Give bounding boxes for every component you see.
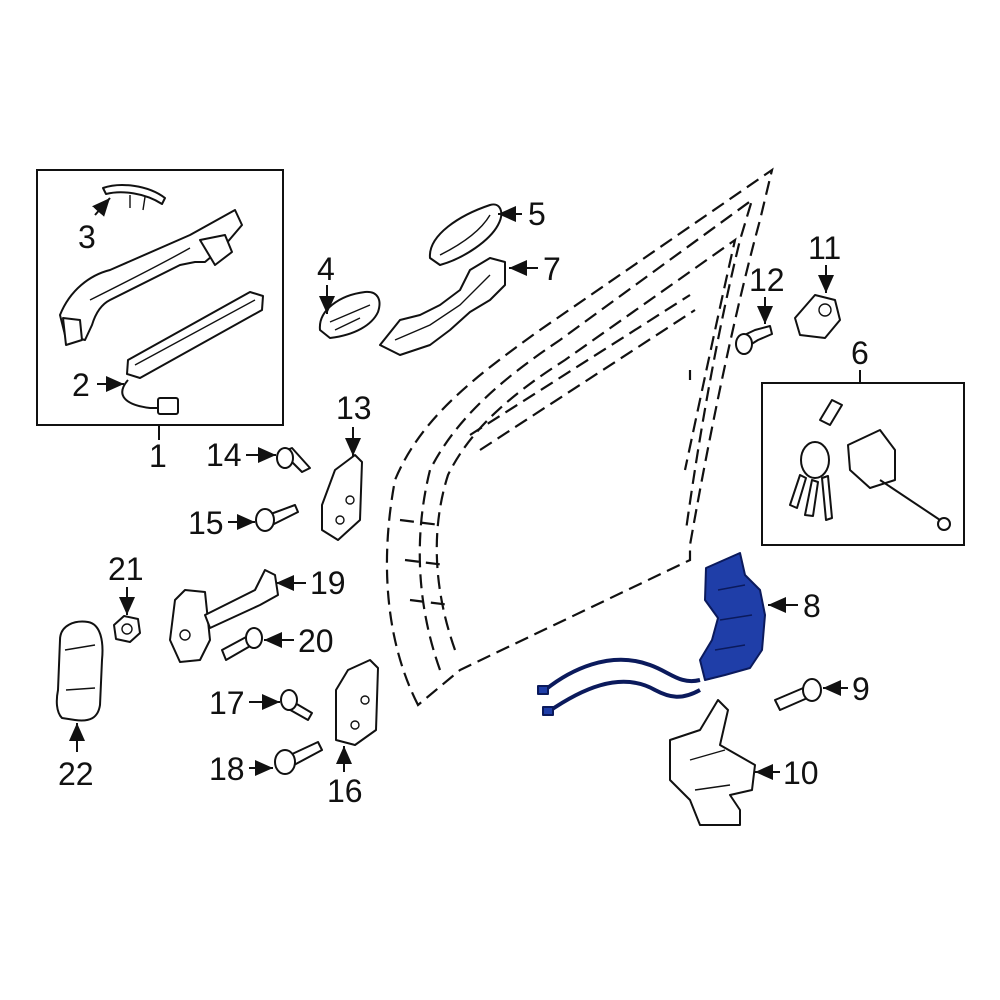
callout-16: 16 (327, 773, 363, 809)
callout-20: 20 (298, 623, 334, 659)
part-9-bolt (774, 678, 822, 711)
part-5-handle-gasket (428, 203, 503, 266)
callout-8: 8 (803, 588, 821, 624)
part-7-handle-frame (379, 257, 506, 356)
part-15-bolt (255, 504, 299, 532)
callout-7: 7 (543, 251, 561, 287)
part-18-bolt (274, 741, 323, 775)
part-2-handle-base (121, 291, 264, 415)
leader-lines (69, 197, 848, 780)
callout-5: 5 (528, 196, 546, 232)
part-21-nut (113, 615, 141, 643)
part-3-handle-cap (102, 184, 166, 211)
group-frame-6 (761, 382, 965, 546)
callout-18: 18 (209, 751, 245, 787)
part-22-cover (55, 620, 104, 722)
part-10-latch-bracket (669, 699, 756, 826)
part-4-handle-bezel (318, 290, 381, 339)
part-6-lock-cylinder-keys (789, 399, 951, 531)
callout-13: 13 (336, 390, 372, 426)
part-17-bolt (280, 689, 313, 721)
part-19-door-check (169, 569, 279, 663)
part-13-upper-hinge (321, 454, 363, 541)
part-16-lower-hinge (335, 659, 379, 746)
callout-11: 11 (808, 230, 841, 266)
callout-4: 4 (317, 251, 335, 287)
callout-12: 12 (749, 262, 785, 298)
part-8-door-latch-highlighted (537, 552, 766, 716)
callout-9: 9 (852, 671, 870, 707)
callout-3: 3 (78, 219, 96, 255)
part-11-striker (794, 294, 841, 339)
callout-19: 19 (310, 565, 346, 601)
callout-15: 15 (188, 505, 224, 541)
callout-10: 10 (783, 755, 819, 791)
part-20-bolt (221, 627, 263, 661)
part-1-outer-handle (59, 209, 243, 346)
callout-14: 14 (206, 437, 242, 473)
part-12-bolt (735, 325, 773, 355)
callout-6: 6 (851, 335, 869, 371)
callout-21: 21 (108, 551, 144, 587)
callout-2: 2 (72, 367, 90, 403)
part-14-bolt (276, 447, 311, 473)
callout-1: 1 (149, 438, 167, 474)
door-outline (385, 167, 774, 707)
callout-22: 22 (58, 756, 94, 792)
callout-17: 17 (209, 685, 245, 721)
